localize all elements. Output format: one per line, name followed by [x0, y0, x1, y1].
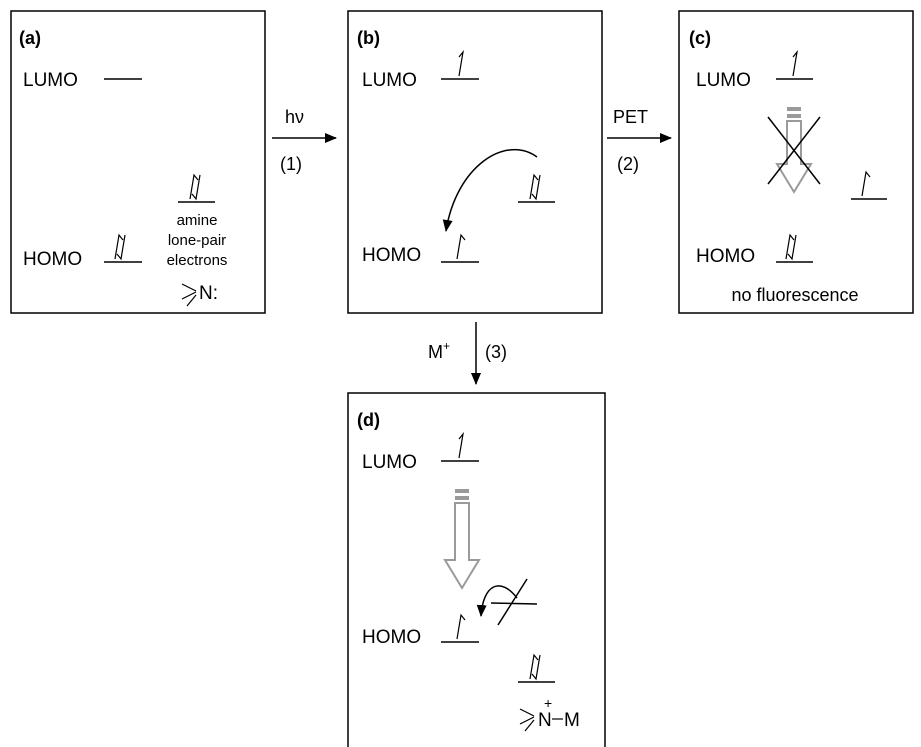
- panel-d-nitrogen: N: [538, 710, 552, 731]
- panel-c-lumo-electron: [792, 49, 798, 77]
- step-2-label: PET: [613, 107, 648, 127]
- panel-d-lone-pair-electrons: [529, 653, 541, 681]
- step-1-number: (1): [280, 154, 302, 174]
- panel-b-electron-transfer-arrow: [442, 148, 538, 232]
- panel-d-blocked-transfer-arrow: [476, 585, 518, 617]
- panel-d-hollow-down-arrow: [443, 489, 481, 590]
- step-3-number: (3): [485, 342, 507, 362]
- panel-d-lumo-electron: [458, 431, 464, 459]
- panel-d-tag: (d): [357, 410, 380, 430]
- panel-a-lumo-label: LUMO: [23, 70, 78, 91]
- panel-c-homo-electron-pair: [785, 233, 797, 261]
- panel-c-homo-label: HOMO: [696, 246, 755, 267]
- panel-a-homo-electron-pair: [114, 233, 126, 261]
- panel-a-nitrogen: N:: [199, 283, 218, 304]
- panel-c-tag: (c): [689, 28, 711, 48]
- panel-d-amine-bonds: [519, 708, 535, 732]
- panel-d-metal: M: [564, 710, 580, 731]
- panel-a-note-line-1: amine: [177, 212, 218, 229]
- panel-a-tag: (a): [19, 28, 41, 48]
- panel-b-frame: [347, 10, 603, 314]
- panel-d-charge: +: [544, 695, 552, 711]
- step-1-arrow-group: hν (1): [272, 107, 337, 174]
- panel-a-note-line-2: lone-pair: [168, 232, 226, 249]
- panel-d-blocked-cross: [490, 578, 538, 626]
- panel-b-lone-pair-electrons: [529, 173, 541, 201]
- panel-c-lone-pair-electron: [861, 170, 871, 197]
- panel-b: (b) LUMO HOMO: [347, 10, 603, 314]
- panel-d-homo-electron: [456, 613, 466, 640]
- panel-d-homo-label: HOMO: [362, 627, 421, 648]
- panel-a-note-line-3: electrons: [167, 252, 228, 269]
- panel-a-homo-label: HOMO: [23, 249, 82, 270]
- panel-a-lone-pair-electrons: [189, 173, 201, 201]
- panel-c-blocked-cross: [767, 116, 821, 185]
- panel-d-lumo-label: LUMO: [362, 452, 417, 473]
- panel-c-lumo-label: LUMO: [696, 70, 751, 91]
- panel-a-amine-bonds: [181, 283, 197, 307]
- panel-b-lumo-electron: [458, 49, 464, 77]
- panel-d-frame: [347, 392, 606, 747]
- panel-c: (c) LUMO HOMO no fluorescence: [678, 10, 914, 314]
- step-2-number: (2): [617, 154, 639, 174]
- panel-b-tag: (b): [357, 28, 380, 48]
- panel-b-homo-electron: [456, 233, 466, 260]
- panel-a: (a) LUMO HOMO amine lone-pair electrons …: [10, 10, 266, 314]
- step-3-label: M+: [428, 339, 450, 362]
- step-3-arrow-group: M+ (3): [428, 322, 507, 385]
- step-1-label: hν: [285, 107, 304, 127]
- step-2-arrow-group: PET (2): [607, 107, 672, 174]
- panel-b-homo-label: HOMO: [362, 245, 421, 266]
- panel-d: (d) LUMO HOMO N + M: [347, 392, 606, 747]
- panel-c-hollow-down-arrow: [775, 107, 813, 194]
- panel-b-lumo-label: LUMO: [362, 70, 417, 91]
- panel-c-caption: no fluorescence: [731, 285, 858, 305]
